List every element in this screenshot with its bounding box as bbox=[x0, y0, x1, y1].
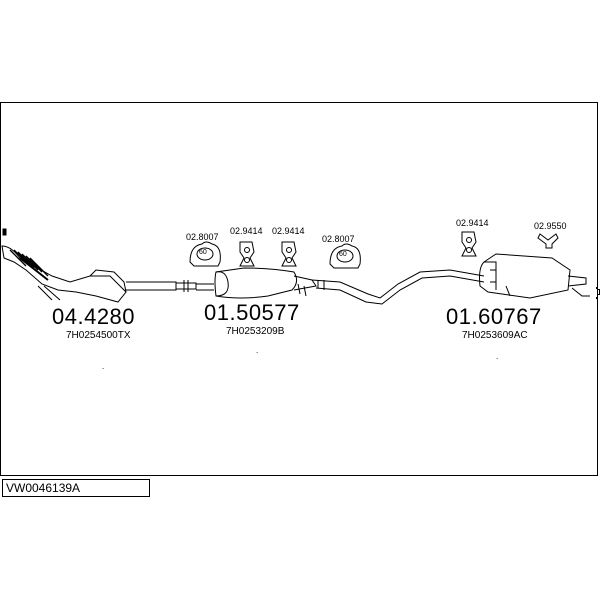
hanger-rubber-1 bbox=[239, 241, 255, 267]
rear-silencer bbox=[479, 253, 598, 299]
hanger-size-1: 60 bbox=[199, 249, 207, 256]
marker-dot-3: . bbox=[496, 352, 499, 361]
center-silencer bbox=[196, 267, 317, 299]
oem-number-1: 7H0254500TX bbox=[66, 330, 131, 341]
intermediate-pipe bbox=[311, 269, 485, 305]
hanger-y-bracket bbox=[537, 233, 559, 249]
marker-dot-2: . bbox=[256, 346, 259, 355]
hanger-label-5: 02.9414 bbox=[456, 218, 489, 228]
hanger-rubber-3 bbox=[461, 231, 477, 257]
oem-number-3: 7H0253609AC bbox=[462, 330, 528, 341]
hanger-label-6: 02.9550 bbox=[534, 221, 567, 231]
part-number-3: 01.60767 bbox=[446, 304, 542, 329]
hanger-label-4: 02.8007 bbox=[322, 234, 355, 244]
hanger-label-2: 02.9414 bbox=[230, 226, 263, 236]
hanger-ring-2 bbox=[329, 243, 361, 269]
oem-number-2: 7H0253209B bbox=[226, 326, 285, 337]
hanger-label-1: 02.8007 bbox=[186, 232, 219, 242]
hanger-ring-1 bbox=[189, 241, 221, 267]
hanger-size-4: 60 bbox=[339, 251, 347, 258]
part-number-1: 04.4280 bbox=[52, 304, 136, 329]
marker-dot-1: . bbox=[102, 362, 105, 371]
hanger-label-3: 02.9414 bbox=[272, 226, 305, 236]
front-pipe-catalyst-assembly bbox=[1, 228, 197, 303]
diagram-code-label: VW0046139A bbox=[2, 479, 150, 497]
part-number-2: 01.50577 bbox=[204, 300, 300, 325]
hanger-rubber-2 bbox=[281, 241, 297, 267]
